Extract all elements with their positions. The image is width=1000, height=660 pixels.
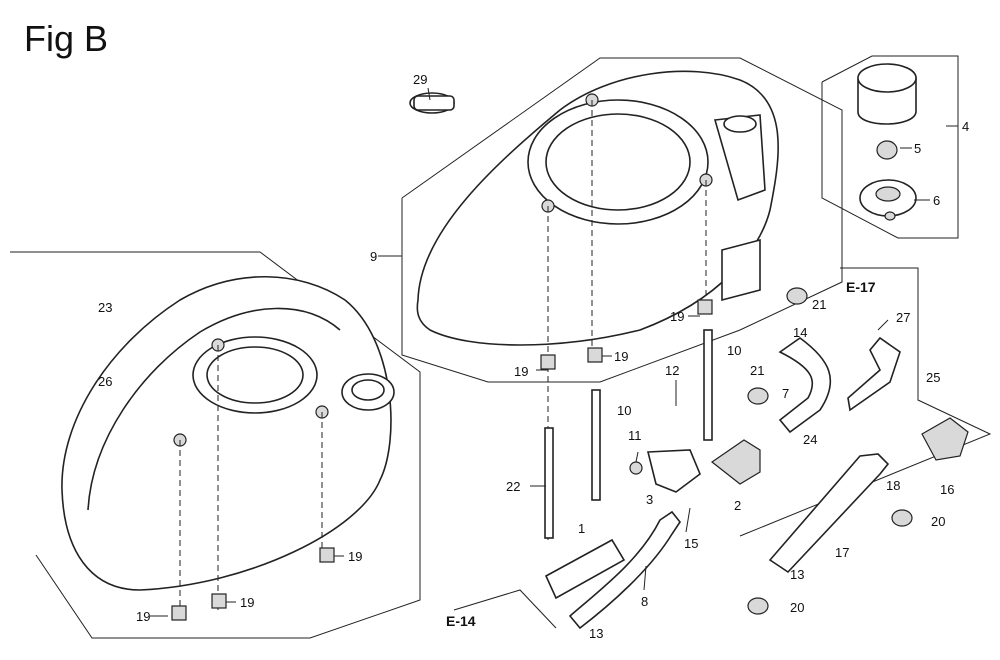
callout-19: 19 bbox=[670, 309, 684, 324]
callout-20: 20 bbox=[931, 514, 945, 529]
callout-29: 29 bbox=[413, 72, 427, 87]
callout-labels: 29 4 5 6 9 23 26 19 19 19 19 19 19 21 14… bbox=[98, 72, 969, 641]
engine-cover-23 bbox=[61, 275, 395, 610]
callout-8: 8 bbox=[641, 594, 648, 609]
callout-13: 13 bbox=[790, 567, 804, 582]
callout-24: 24 bbox=[803, 432, 817, 447]
callout-21: 21 bbox=[812, 297, 826, 312]
leader-lines bbox=[150, 87, 930, 617]
reference-e17: E-17 bbox=[846, 279, 876, 295]
callout-19: 19 bbox=[240, 595, 254, 610]
callout-6: 6 bbox=[933, 193, 940, 208]
callout-19: 19 bbox=[514, 364, 528, 379]
callout-16: 16 bbox=[940, 482, 954, 497]
callout-18: 18 bbox=[886, 478, 900, 493]
group-outlines bbox=[10, 55, 992, 639]
callout-19: 19 bbox=[614, 349, 628, 364]
studs bbox=[171, 299, 713, 621]
callout-12: 12 bbox=[665, 363, 679, 378]
callout-23: 23 bbox=[98, 300, 112, 315]
callout-4: 4 bbox=[962, 119, 969, 134]
callout-13: 13 bbox=[589, 626, 603, 641]
callout-3: 3 bbox=[646, 492, 653, 507]
callout-9: 9 bbox=[370, 249, 377, 264]
callout-22: 22 bbox=[506, 479, 520, 494]
callout-19: 19 bbox=[348, 549, 362, 564]
callout-26: 26 bbox=[98, 374, 112, 389]
callout-14: 14 bbox=[793, 325, 807, 340]
hoses-fittings bbox=[413, 95, 969, 630]
callout-1: 1 bbox=[578, 521, 585, 536]
callout-20: 20 bbox=[790, 600, 804, 615]
callout-7: 7 bbox=[782, 386, 789, 401]
callout-17: 17 bbox=[835, 545, 849, 560]
callout-19: 19 bbox=[136, 609, 150, 624]
fan-cover-9 bbox=[416, 70, 779, 540]
callout-15: 15 bbox=[684, 536, 698, 551]
callout-2: 2 bbox=[734, 498, 741, 513]
callout-10: 10 bbox=[617, 403, 631, 418]
reference-e14: E-14 bbox=[446, 613, 476, 629]
figure-title: Fig B bbox=[24, 18, 109, 59]
callout-21: 21 bbox=[750, 363, 764, 378]
callout-5: 5 bbox=[914, 141, 921, 156]
callout-25: 25 bbox=[926, 370, 940, 385]
callout-27: 27 bbox=[896, 310, 910, 325]
callout-11: 11 bbox=[628, 428, 642, 443]
callout-10: 10 bbox=[727, 343, 741, 358]
